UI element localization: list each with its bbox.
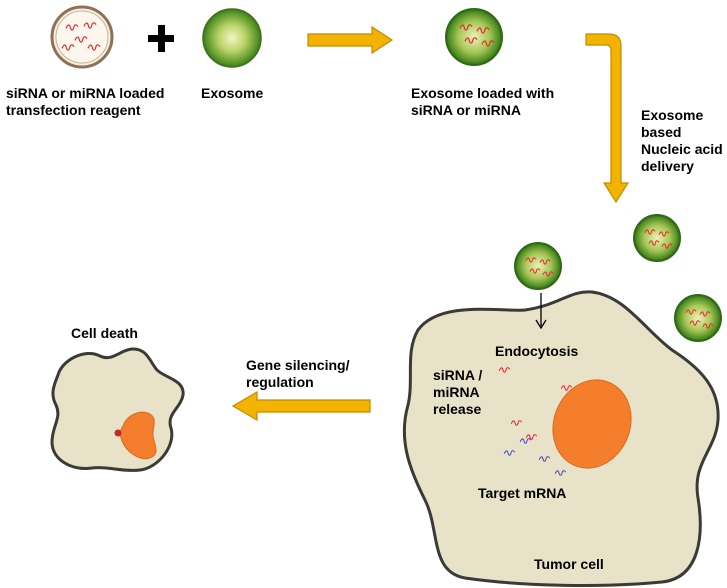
nucleus <box>552 379 632 469</box>
tumor-cell-label: Tumor cell <box>534 556 604 572</box>
endocytosis-arrow-icon <box>535 293 547 330</box>
dead-cell-body <box>50 347 185 472</box>
gene-silencing-label: Gene silencing/ regulation <box>246 357 350 390</box>
approaching-exosome <box>633 214 681 262</box>
bent-arrow-down-icon <box>585 33 630 204</box>
cell-death-label: Cell death <box>71 325 138 341</box>
loaded-exosome-label: Exosome loaded with siRNA or miRNA <box>411 85 555 118</box>
exosome-particle <box>202 8 262 68</box>
approaching-exosome <box>514 242 562 290</box>
apoptotic-body <box>114 429 122 437</box>
arrow-left-icon <box>231 390 371 422</box>
exosome-label: Exosome <box>201 85 264 101</box>
loaded-exosome-particle <box>445 8 503 66</box>
plus-icon <box>148 25 174 52</box>
fragmented-nucleus <box>119 411 157 460</box>
transfection-reagent-particle <box>50 5 114 69</box>
release-label: siRNA / miRNA release <box>433 367 483 417</box>
delivery-label: Exosome based Nucleic acid delivery <box>641 107 723 174</box>
target-mrna-label: Target mRNA <box>478 485 567 501</box>
reagent-label: siRNA or miRNA loaded transfection reage… <box>6 85 165 118</box>
endocytosis-label: Endocytosis <box>495 343 579 359</box>
arrow-right-icon <box>307 25 394 55</box>
approaching-exosome <box>674 294 722 342</box>
